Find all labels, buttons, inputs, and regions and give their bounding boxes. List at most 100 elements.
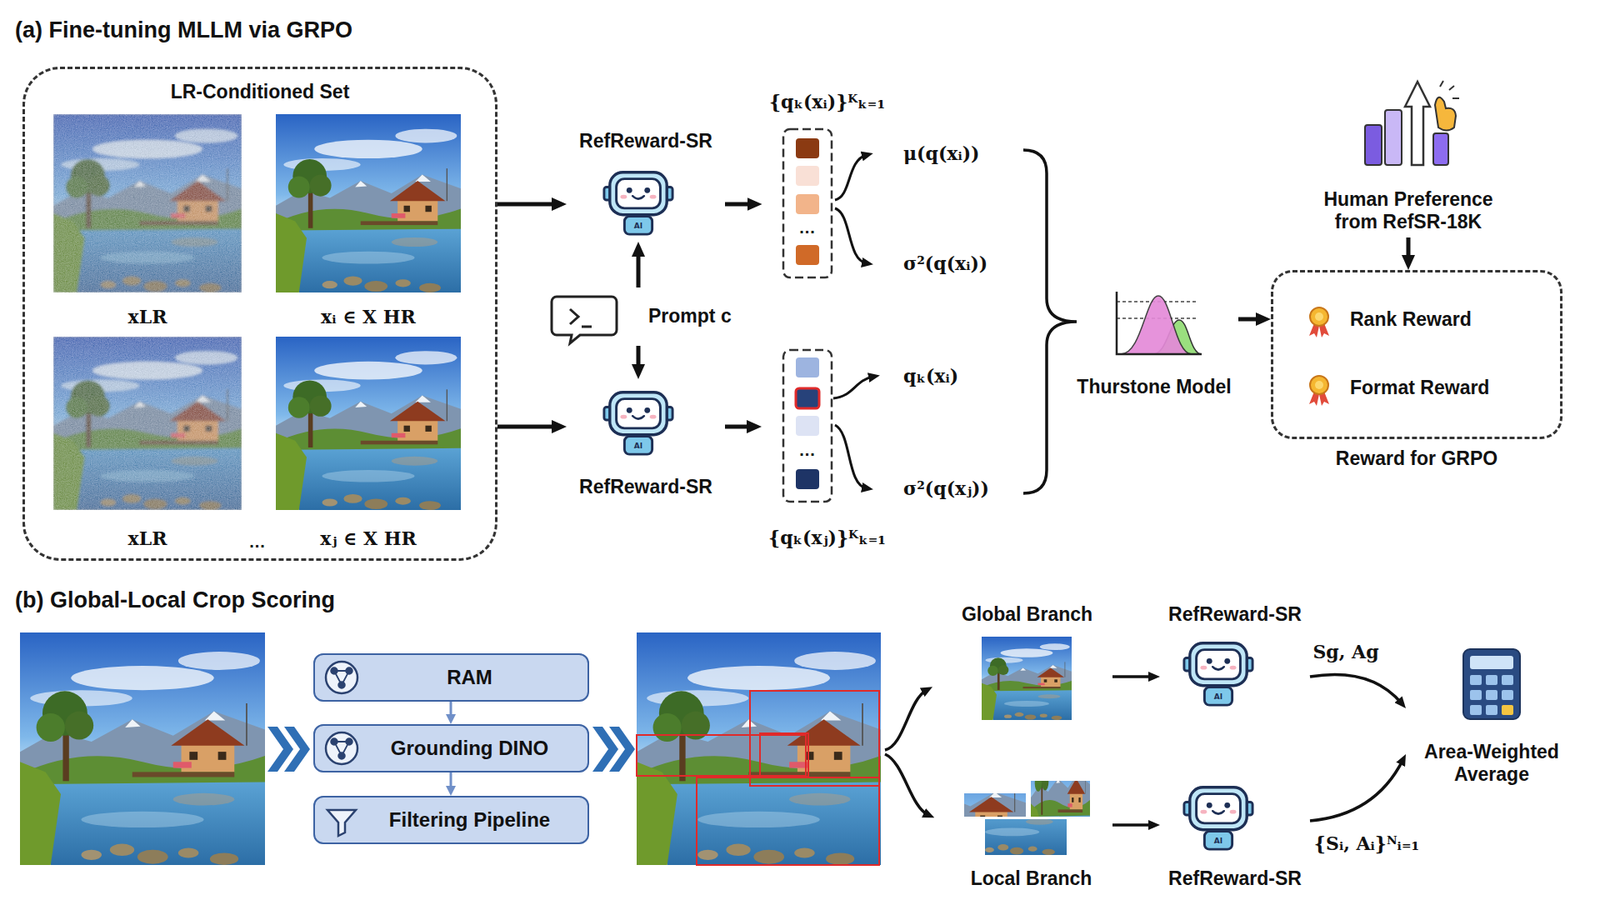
- score-vector-graphic: [795, 357, 820, 378]
- hr-image: [275, 336, 461, 510]
- hr-image: [275, 114, 461, 293]
- reward-item: Format Reward: [1350, 371, 1546, 405]
- split-arrow: [835, 155, 867, 200]
- global-crop: [981, 636, 1072, 720]
- image-caption: xLR: [128, 527, 168, 550]
- model-node: RefReward-SR: [566, 379, 725, 505]
- connector: [725, 202, 755, 207]
- pipeline-fill: [313, 653, 590, 845]
- pipeline-fill: [313, 795, 590, 845]
- robot-icon: [1184, 787, 1253, 850]
- node-label: Format Reward: [1350, 376, 1490, 400]
- hr-image: [275, 114, 461, 293]
- thurstone-icon: [1120, 295, 1192, 355]
- connector: [636, 250, 641, 288]
- score-vector-graphic: [795, 138, 820, 159]
- node-label: Prompt c: [648, 305, 732, 329]
- connector: [725, 425, 754, 430]
- score-vector-graphic: [783, 129, 832, 502]
- node-label: Thurstone Model: [1076, 375, 1231, 400]
- calculator-icon: [1485, 690, 1498, 700]
- connector: [1112, 823, 1154, 827]
- network-icon: [339, 682, 345, 689]
- node-label: Reward for GRPO: [1335, 447, 1498, 471]
- ellipsis: ...: [799, 440, 816, 460]
- dashed-group: LR-Conditioned Set: [22, 66, 498, 561]
- preference-icon: [1433, 133, 1449, 165]
- process-box: Grounding DINO: [313, 724, 590, 773]
- calculator-icon: [1501, 675, 1514, 685]
- bounding-box: [760, 733, 809, 777]
- connector: [1310, 760, 1403, 821]
- node-label: Local Branch: [970, 867, 1093, 891]
- thurstone-icon: [1116, 291, 1202, 355]
- reward-item: Rank Reward: [1350, 303, 1546, 337]
- detected-photo: [636, 632, 881, 865]
- global-crop: [981, 636, 1072, 720]
- process-box: RAM: [313, 653, 590, 702]
- lr-image: [53, 114, 242, 293]
- score-vector: {qₖ(xⱼ)}ᴷₖ₌₁: [761, 343, 893, 552]
- formula-label: σ²(q(xᵢ)): [903, 252, 988, 275]
- node-label: RefReward-SR: [579, 130, 713, 154]
- branch-arrow: [885, 690, 927, 750]
- node-label: Human Preference from RefSR-18K: [1313, 188, 1504, 235]
- connector: [450, 772, 453, 790]
- calculator-icon: [1470, 705, 1482, 715]
- connector: [497, 202, 559, 207]
- edge-label: Sg, Ag: [1310, 640, 1381, 663]
- robot-badge: AI: [1214, 836, 1223, 846]
- preference-node: Human Preference from RefSR-18K: [1306, 75, 1510, 238]
- section-heading: (b) Global-Local Crop Scoring: [15, 586, 335, 614]
- score-vector-graphic: [795, 245, 820, 265]
- calculator-icon: [1470, 690, 1482, 700]
- medal-icon: [1310, 375, 1329, 395]
- branch-arrow: [885, 690, 929, 815]
- global-crop: [981, 636, 1072, 720]
- lr-image: [53, 114, 242, 510]
- calculator-icon: [1463, 649, 1520, 720]
- detected-photo: [636, 632, 881, 865]
- lr-image: [53, 336, 242, 510]
- model-node: RefReward-SR: [566, 126, 725, 242]
- section-heading: (a) Fine-tuning MLLM via GRPO: [15, 16, 353, 44]
- calculator-icon: [1470, 675, 1482, 685]
- reward-group: Reward for GRPO Rank RewardFormat Reward: [1270, 270, 1563, 475]
- score-vector-graphic: [795, 415, 820, 436]
- preference-icon: [1440, 80, 1460, 99]
- lr-image: [53, 336, 242, 510]
- brace: [1023, 150, 1077, 494]
- thurstone-icon: [1116, 291, 1202, 355]
- thurstone-node: Thurstone Model: [1070, 283, 1239, 405]
- hr-image: [275, 114, 461, 510]
- ellipsis: ...: [249, 531, 266, 552]
- bounding-box: [636, 690, 880, 865]
- bounding-box: [696, 777, 880, 865]
- network-icon: [346, 668, 353, 675]
- score-vector-graphic: [795, 194, 820, 215]
- calculator-icon: [1501, 690, 1514, 700]
- node-label: Grounding DINO: [390, 736, 549, 761]
- medal-icon: [1315, 312, 1324, 321]
- filter-icon: [327, 810, 356, 836]
- robot-icon: [604, 392, 673, 455]
- score-vector-graphic: [795, 165, 820, 186]
- node-label: RefReward-SR: [1168, 867, 1302, 891]
- robot-badge: AI: [1214, 692, 1223, 702]
- score-vector-graphic: [783, 350, 832, 502]
- local-crop: [877, 727, 1090, 882]
- node-label: Rank Reward: [1350, 308, 1472, 332]
- connector: [497, 425, 559, 430]
- formula-label: σ²(q(xⱼ)): [903, 477, 990, 500]
- image-caption: xᵢ ∈ X HR: [320, 305, 416, 328]
- connector: [1238, 317, 1263, 322]
- node-label: RAM: [446, 665, 493, 690]
- score-vector-graphic: [795, 469, 820, 490]
- preference-icon: [1405, 81, 1430, 165]
- calculator-icon: [1470, 655, 1514, 670]
- model-node: RefReward-SR: [1160, 600, 1310, 717]
- medal-icon: [1310, 307, 1329, 326]
- image-caption: xLR: [128, 305, 168, 328]
- node-label: Global Branch: [961, 603, 1093, 627]
- connector: [636, 345, 641, 371]
